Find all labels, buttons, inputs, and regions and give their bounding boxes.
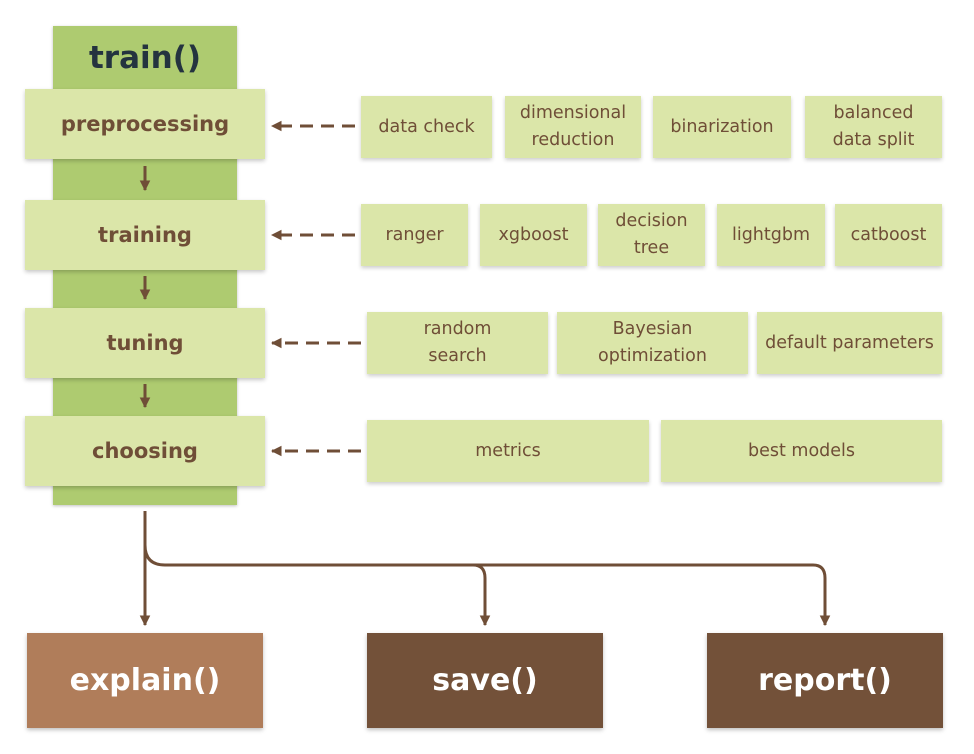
option-ranger: ranger: [361, 204, 468, 266]
option-bayesian-optimization: Bayesian optimization: [557, 312, 748, 374]
option-data-check: data check: [361, 96, 492, 158]
stage-training: training: [25, 200, 265, 270]
output-label: explain(): [69, 663, 221, 698]
option-catboost: catboost: [835, 204, 942, 266]
output-label: report(): [758, 663, 892, 698]
option-dimensional-reduction: dimensional reduction: [505, 96, 641, 158]
stage-choosing: choosing: [25, 416, 265, 486]
stage-label: training: [98, 223, 192, 247]
option-decision-tree: decision tree: [598, 204, 705, 266]
arrow-to-save: [143, 544, 491, 627]
option-binarization: binarization: [653, 96, 791, 158]
report-output-box: report(): [707, 633, 943, 728]
arrow-to-report: [473, 563, 831, 627]
explain-output-box: explain(): [27, 633, 263, 728]
option-lightgbm: lightgbm: [717, 204, 825, 266]
option-random-search: random search: [367, 312, 548, 374]
stage-tuning: tuning: [25, 308, 265, 378]
option-metrics: metrics: [367, 420, 649, 482]
option-balanced-data-split: balanced data split: [805, 96, 942, 158]
output-label: save(): [432, 663, 538, 698]
option-default-parameters: default parameters: [757, 312, 942, 374]
train-title: train(): [88, 40, 202, 76]
stage-preprocessing: preprocessing: [25, 89, 265, 159]
stage-label: tuning: [106, 331, 184, 355]
option-xgboost: xgboost: [480, 204, 587, 266]
stage-label: preprocessing: [60, 112, 230, 136]
save-output-box: save(): [367, 633, 603, 728]
stage-label: choosing: [92, 439, 198, 463]
option-best-models: best models: [661, 420, 942, 482]
